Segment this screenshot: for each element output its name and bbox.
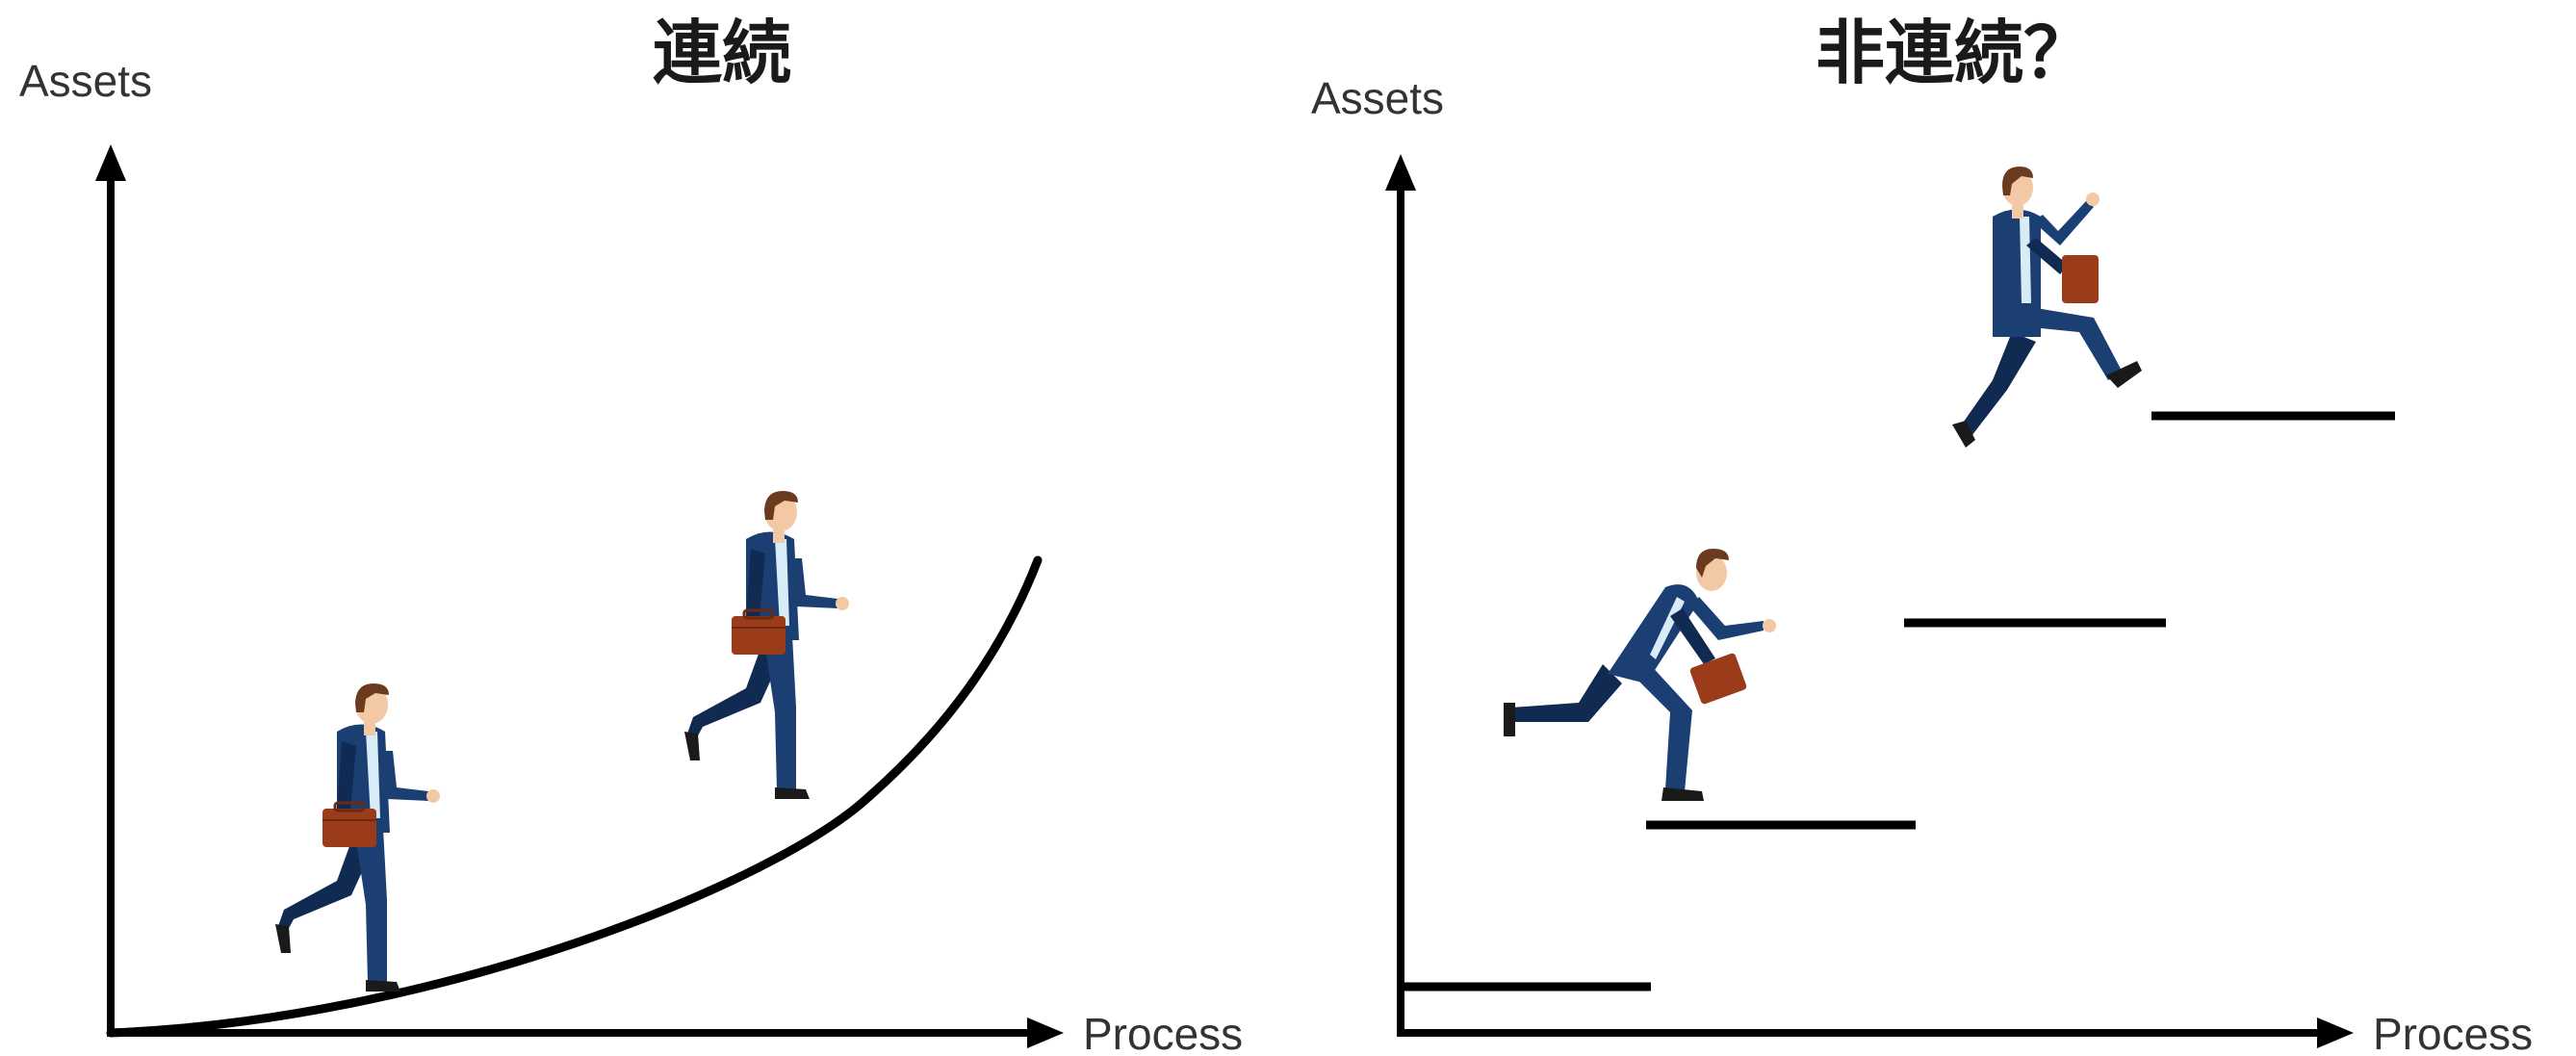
businessman-walking-lower	[273, 682, 442, 993]
left-y-axis-arrowhead	[95, 144, 126, 181]
right-panel: 非連続？ Assets Process	[1311, 13, 2533, 1056]
left-panel: 連続 Assets Process	[19, 13, 1243, 1056]
right-x-axis-label: Process	[2373, 1009, 2533, 1056]
businessman-walking-upper	[683, 489, 851, 801]
right-y-axis-arrowhead	[1385, 154, 1416, 191]
left-x-axis-label: Process	[1083, 1009, 1243, 1056]
left-title: 連続	[653, 13, 791, 93]
right-title: 非連続？	[1816, 13, 2093, 93]
businessman-running	[1504, 549, 1776, 801]
left-y-axis-label: Assets	[19, 56, 152, 106]
businessman-jumping	[1952, 167, 2142, 448]
right-y-axis-label: Assets	[1311, 73, 1444, 123]
left-x-axis-arrowhead	[1027, 1017, 1064, 1048]
continuous-growth-curve	[106, 555, 1043, 1038]
right-x-axis-arrowhead	[2317, 1017, 2354, 1048]
